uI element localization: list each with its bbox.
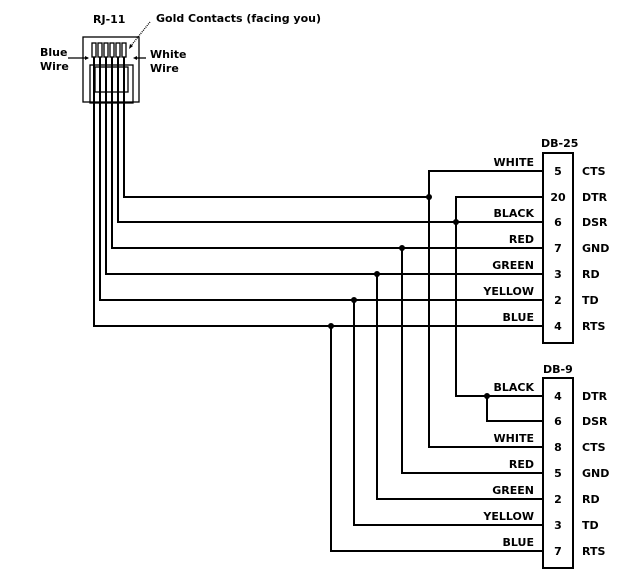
signal-label: GND	[582, 467, 609, 480]
signal-label: DSR	[582, 415, 608, 428]
signal-label: DTR	[582, 390, 608, 403]
pin-number: 3	[554, 268, 562, 281]
db25-title: DB-25	[541, 137, 578, 150]
wire-color-label: BLACK	[493, 207, 534, 220]
wire-color-label: RED	[509, 233, 534, 246]
pin-number: 4	[554, 320, 562, 333]
wire-red-rj	[111, 57, 543, 249]
wire-yellow-db9	[353, 300, 543, 526]
signal-label: CTS	[582, 441, 606, 454]
db25-connector: DB-25 WHITE 5 CTS 20 DTR BLACK 6 DSR RED 7 GND GREE…	[482, 137, 609, 344]
wire-color-label: GREEN	[492, 259, 534, 272]
rj11-connector: RJ-11	[68, 13, 151, 104]
signal-label: DSR	[582, 216, 608, 229]
wire-black-rj	[117, 57, 543, 223]
pin-number: 8	[554, 441, 562, 454]
wire-color-label: GREEN	[492, 484, 534, 497]
wire-color-label: BLACK	[493, 381, 534, 394]
wire-blue-db9	[330, 326, 543, 552]
rj11-title: RJ-11	[93, 13, 125, 26]
pin-number: 7	[554, 545, 562, 558]
signal-label: RD	[582, 493, 600, 506]
signal-label: GND	[582, 242, 609, 255]
junction-dot	[328, 323, 334, 329]
wire-blue-rj	[93, 57, 543, 327]
contacts-pointer	[129, 21, 151, 48]
junctions	[328, 194, 490, 399]
wire-color-label: WHITE	[494, 432, 534, 445]
white-wire-label-1: White	[150, 48, 186, 61]
wire-red-db9	[401, 248, 543, 474]
white-wire-label-2: Wire	[150, 62, 179, 75]
pin-number: 6	[554, 415, 562, 428]
signal-label: TD	[582, 519, 599, 532]
junction-dot	[374, 271, 380, 277]
pin-number: 7	[554, 242, 562, 255]
pin-number: 2	[554, 493, 562, 506]
wire-white-rj	[123, 57, 429, 198]
pin-number: 3	[554, 519, 562, 532]
db9-body	[542, 377, 574, 569]
db9-title: DB-9	[543, 363, 573, 376]
pin-number: 2	[554, 294, 562, 307]
wire-green-db9	[376, 274, 543, 500]
wire-black-bus	[455, 196, 543, 397]
junction-dot	[426, 194, 432, 200]
pin-number: 6	[554, 216, 562, 229]
pin-number: 5	[554, 467, 562, 480]
wire-color-label: YELLOW	[482, 510, 534, 523]
wire-yellow-rj	[99, 57, 543, 301]
db25-body	[542, 152, 574, 344]
signal-label: DTR	[582, 191, 608, 204]
wire-color-label: RED	[509, 458, 534, 471]
signal-label: RD	[582, 268, 600, 281]
pin-number: 4	[554, 390, 562, 403]
wire-dtr-dsr-jumper	[486, 396, 543, 422]
signal-label: RTS	[582, 320, 605, 333]
signal-label: TD	[582, 294, 599, 307]
junction-dot	[453, 219, 459, 225]
blue-wire-label-2: Wire	[40, 60, 69, 73]
wire-color-label: BLUE	[503, 536, 534, 549]
blue-wire-label-1: Blue	[40, 46, 67, 59]
pin-number: 5	[554, 165, 562, 178]
contacts-label: Gold Contacts (facing you)	[156, 12, 321, 25]
wire-color-label: WHITE	[494, 156, 534, 169]
signal-label: RTS	[582, 545, 605, 558]
db9-connector: DB-9 BLACK 4 DTR 6 DSR WHITE 8 CTS RED 5 GND GREEN 2…	[482, 363, 609, 569]
junction-dot	[484, 393, 490, 399]
wire-color-label: YELLOW	[482, 285, 534, 298]
junction-dot	[399, 245, 405, 251]
wire-green-rj	[105, 57, 543, 275]
pin-number: 20	[550, 191, 566, 204]
wires	[93, 57, 543, 552]
signal-label: CTS	[582, 165, 606, 178]
rj11-contacts	[91, 42, 127, 58]
wire-color-label: BLUE	[503, 311, 534, 324]
junction-dot	[351, 297, 357, 303]
wire-white-bus	[428, 170, 543, 448]
